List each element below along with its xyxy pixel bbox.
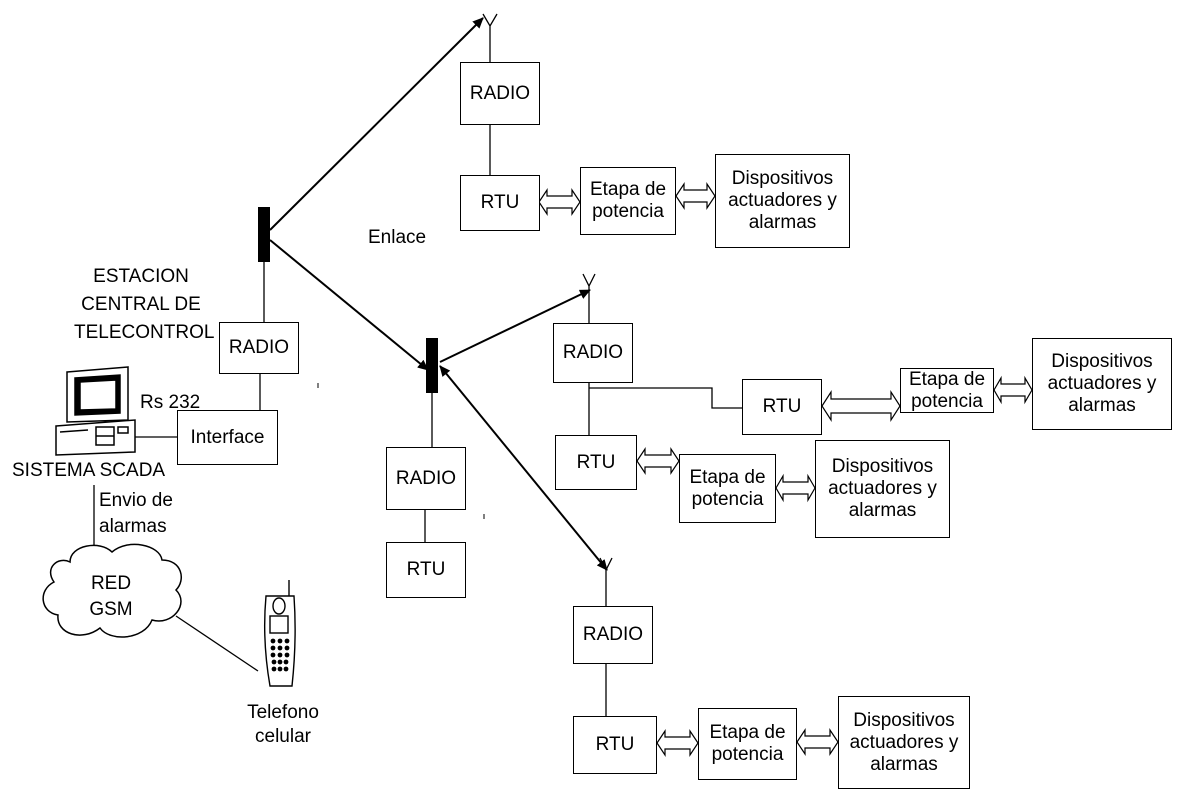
- connector-line: [589, 387, 742, 409]
- bidirectional-arrow: [775, 473, 816, 503]
- devices-box: Dispositivos actuadores y alarmas: [815, 440, 950, 538]
- bidirectional-arrow: [656, 729, 699, 757]
- rtu-box: RTU: [742, 379, 822, 435]
- bidirectional-arrow: [675, 182, 716, 210]
- central-station-label: ESTACION CENTRAL DE TELECONTROL: [74, 266, 215, 343]
- radio-link-arrow: [439, 365, 608, 571]
- rtu-box: RTU: [460, 175, 540, 231]
- rtu-box: RTU: [386, 542, 466, 598]
- gsm-network-label: RED GSM: [89, 573, 133, 620]
- radio-box: RADIO: [460, 62, 540, 125]
- bidirectional-arrow: [796, 728, 839, 756]
- rtu-box: RTU: [573, 716, 657, 774]
- central-antenna: [258, 207, 270, 262]
- rtu-box: RTU: [555, 435, 637, 490]
- computer-icon: [55, 366, 136, 456]
- power-stage-box: Etapa de potencia: [900, 368, 994, 413]
- bidirectional-arrow: [538, 188, 581, 216]
- connector-line: [175, 615, 259, 672]
- radio-box: RADIO: [553, 323, 633, 383]
- repeater-antenna: [426, 338, 438, 393]
- bidirectional-arrow: [993, 375, 1033, 405]
- interface-box: Interface: [177, 410, 278, 465]
- antenna-icon: [582, 273, 596, 323]
- radio-box: RADIO: [219, 322, 299, 374]
- power-stage-box: Etapa de potencia: [679, 454, 776, 523]
- gsm-network-cloud: [42, 543, 182, 638]
- cell-phone-icon: [263, 580, 296, 687]
- radio-link-arrow: [439, 289, 591, 363]
- bidirectional-arrow: [636, 447, 680, 475]
- devices-box: Dispositivos actuadores y alarmas: [715, 154, 850, 248]
- power-stage-box: Etapa de potencia: [580, 167, 676, 235]
- radio-box: RADIO: [573, 606, 653, 664]
- antenna-icon: [482, 13, 498, 62]
- cell-phone-label: Telefono celular: [247, 702, 319, 747]
- alarm-sending-label: Envio de alarmas: [99, 490, 173, 537]
- devices-box: Dispositivos actuadores y alarmas: [838, 696, 970, 789]
- antenna-icon: [599, 557, 613, 606]
- bidirectional-arrow: [821, 389, 901, 423]
- devices-box: Dispositivos actuadores y alarmas: [1032, 338, 1172, 430]
- radio-link-arrow: [269, 239, 429, 371]
- link-label: Enlace: [368, 227, 427, 248]
- rs232-label: Rs 232: [140, 392, 201, 413]
- radio-link-arrow: [269, 17, 484, 231]
- scada-system-label: SISTEMA SCADA: [12, 460, 166, 481]
- radio-box: RADIO: [386, 447, 466, 510]
- power-stage-box: Etapa de potencia: [698, 708, 797, 780]
